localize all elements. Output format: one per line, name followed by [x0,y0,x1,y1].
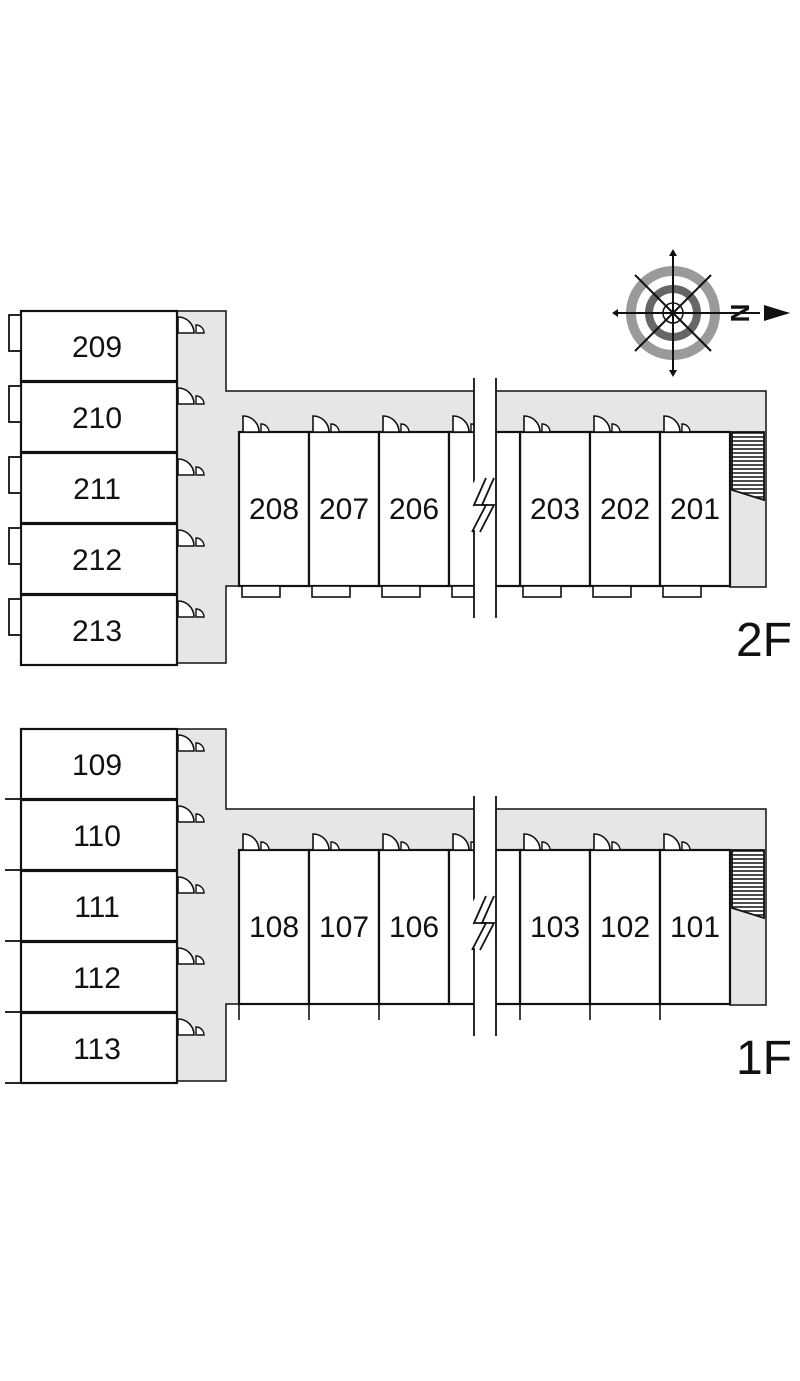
door-icon [593,415,621,433]
unit-label: 207 [319,493,369,526]
unit-212: 212 [8,522,205,596]
door-icon [177,805,205,823]
unit-102: 102 [588,833,662,1020]
break-section [447,378,522,618]
unit-label: 107 [319,911,369,944]
floor-2f: 209 210 211 212 213 208 207 206 203 202 201 2F [8,309,792,667]
unit-label: 113 [73,1033,121,1066]
unit-label: 213 [72,615,122,648]
unit-213: 213 [8,593,205,667]
unit-209: 209 [8,309,205,383]
door-icon [177,876,205,894]
unit-label: 211 [73,473,121,506]
floor-1f: 109 110 111 112 113 108 107 106 103 102 101 1F [5,727,792,1085]
unit-208: 208 [237,415,311,598]
door-icon [177,316,205,334]
floors-layer: 209 210 211 212 213 208 207 206 203 202 201 2F 109 11… [5,309,792,1085]
unit-label: 203 [530,493,580,526]
unit-112: 112 [5,940,205,1014]
unit-111: 111 [5,869,205,943]
door-icon [312,833,340,851]
floor-label: 1F [736,1032,792,1085]
door-icon [382,415,410,433]
unit-108: 108 [237,833,311,1020]
compass-icon: N [612,249,790,377]
balcony [592,585,632,598]
unit-label: 202 [600,493,650,526]
unit-107: 107 [307,833,381,1020]
unit-106: 106 [377,833,451,1020]
balcony [241,585,281,598]
unit-label: 102 [600,911,650,944]
door-icon [177,947,205,965]
unit-label: 208 [249,493,299,526]
door-icon [242,833,270,851]
door-icon [177,529,205,547]
unit-201: 201 [658,415,732,598]
door-icon [663,415,691,433]
balcony [662,585,702,598]
unit-label: 108 [249,911,299,944]
door-icon [177,387,205,405]
unit-label: 201 [670,493,720,526]
unit-label: 112 [73,962,121,995]
unit-101: 101 [658,833,732,1020]
balcony [381,585,421,598]
floor-label: 2F [736,614,792,667]
unit-210: 210 [8,380,205,454]
unit-label: 209 [72,331,122,364]
unit-label: 111 [74,891,120,924]
balcony [522,585,562,598]
unit-202: 202 [588,415,662,598]
door-icon [382,833,410,851]
unit-207: 207 [307,415,381,598]
unit-203: 203 [518,415,592,598]
door-icon [523,415,551,433]
door-icon [177,1018,205,1036]
stairs-icon [731,431,765,502]
unit-label: 110 [73,820,121,853]
unit-label: 109 [72,749,122,782]
unit-211: 211 [8,451,205,525]
door-icon [593,833,621,851]
north-label: N [725,304,755,323]
door-icon [312,415,340,433]
door-icon [177,600,205,618]
stairs-icon [731,849,765,920]
unit-label: 106 [389,911,439,944]
door-icon [663,833,691,851]
unit-109: 109 [5,727,205,801]
balcony [311,585,351,598]
unit-label: 206 [389,493,439,526]
unit-label: 103 [530,911,580,944]
unit-113: 113 [5,1011,205,1085]
unit-label: 212 [72,544,122,577]
door-icon [177,458,205,476]
door-icon [523,833,551,851]
unit-label: 101 [670,911,720,944]
unit-206: 206 [377,415,451,598]
unit-103: 103 [518,833,592,1020]
door-icon [177,734,205,752]
unit-110: 110 [5,798,205,872]
door-icon [242,415,270,433]
break-section [447,796,522,1036]
unit-label: 210 [72,402,122,435]
